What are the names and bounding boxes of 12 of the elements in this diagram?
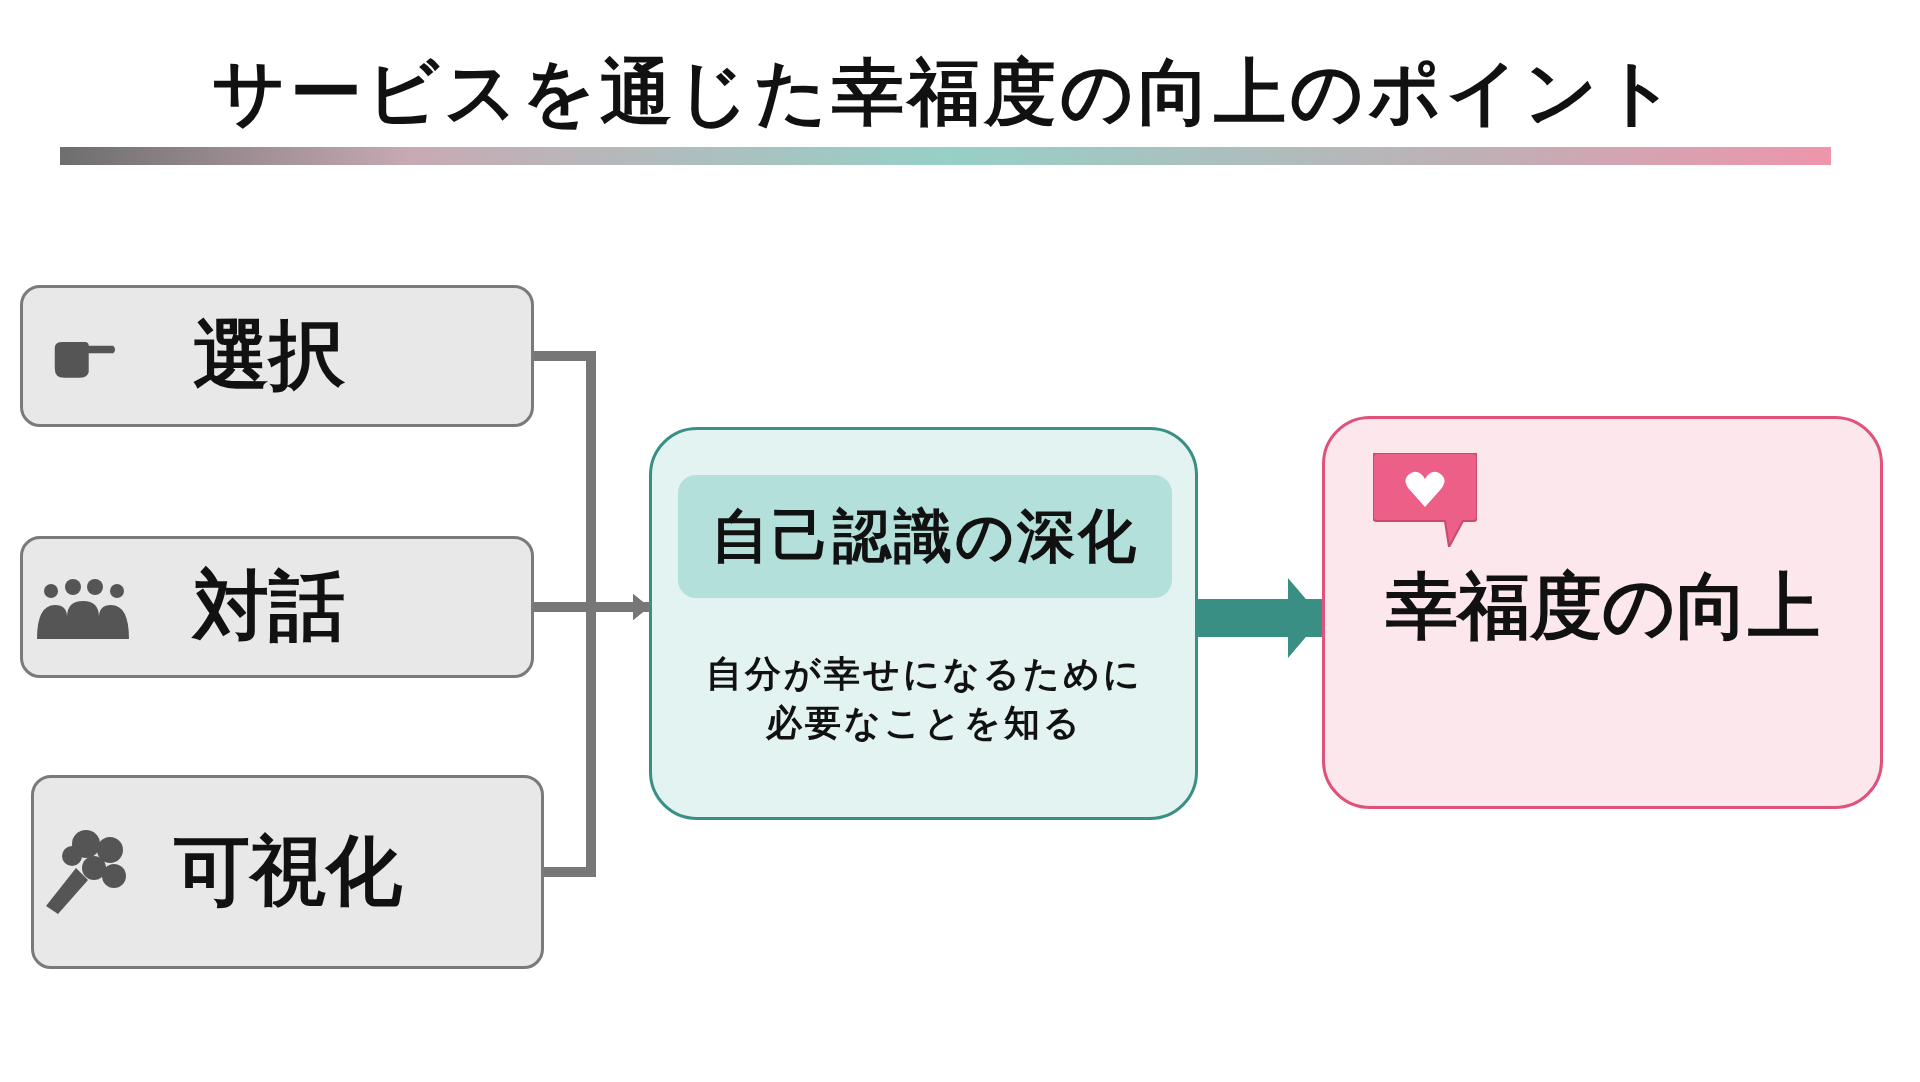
factor-box xyxy=(20,536,534,678)
description-text: 自分が幸せになるために必要なことを知る xyxy=(705,652,1144,745)
process-box xyxy=(649,427,1198,820)
arrow xyxy=(1198,578,1322,658)
factor-box xyxy=(20,285,534,427)
heading-label: 自己認識の深化 xyxy=(678,475,1172,598)
factor-label: 対話 xyxy=(193,559,345,652)
result-label: 幸福度の向上 xyxy=(1384,563,1821,650)
factor-box xyxy=(31,775,544,969)
factor-label: 選択 xyxy=(193,308,345,401)
factor-label: 可視化 xyxy=(174,824,402,917)
result-box xyxy=(1322,416,1883,809)
